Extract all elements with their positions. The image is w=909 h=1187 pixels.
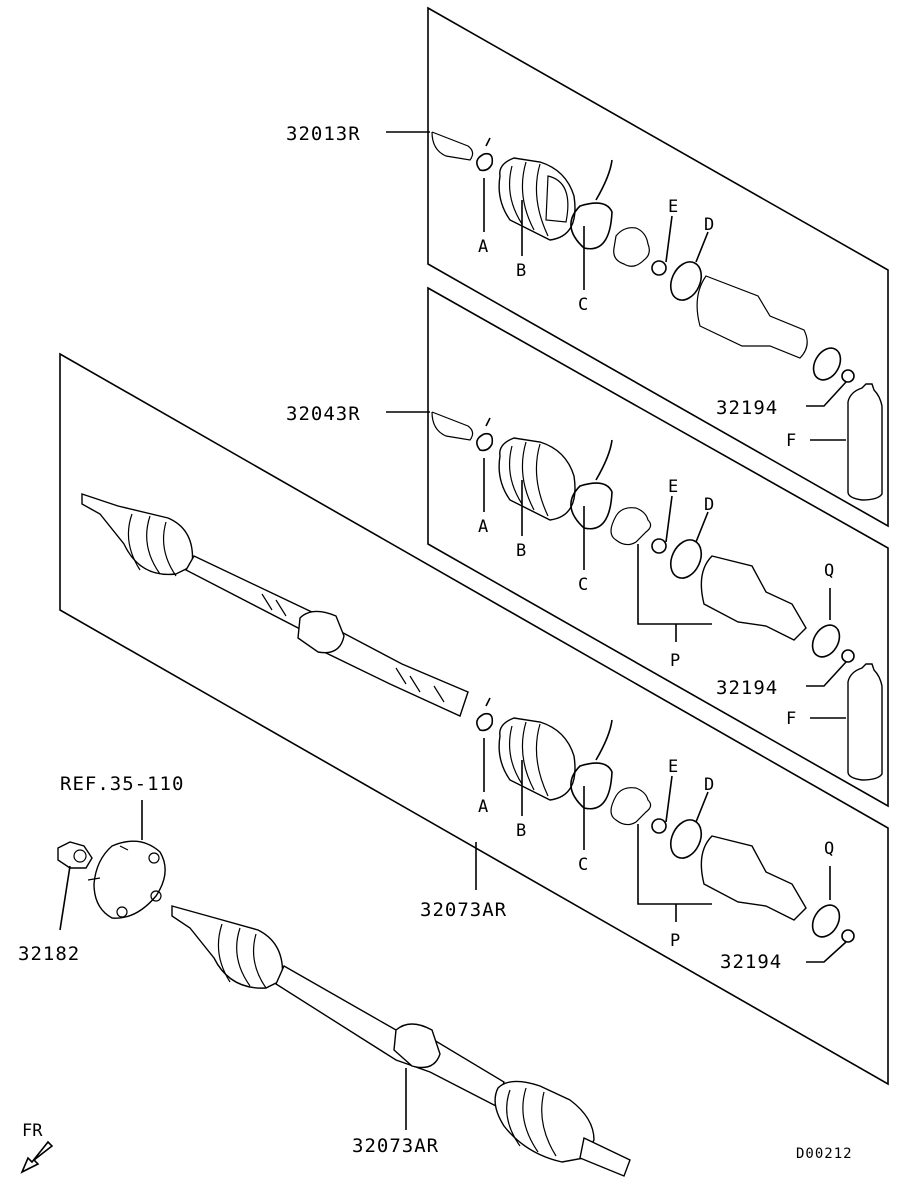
- tripod-joint: [613, 227, 650, 267]
- snap-ring-e: [651, 260, 667, 276]
- callout-32194-upper: 32194: [716, 397, 778, 419]
- letter-E-1: E: [668, 197, 678, 217]
- front-indicator: FR: [20, 1121, 54, 1174]
- outer-cv-joint: [81, 493, 194, 576]
- inner-joint-housing: [700, 555, 807, 641]
- letter-E-3: E: [668, 757, 678, 777]
- letter-P-1: P: [670, 651, 680, 671]
- letter-A-3: A: [478, 797, 488, 817]
- panel-boot-kit-mid: [427, 286, 889, 808]
- panel-boot-kit-upper: [427, 6, 889, 528]
- damper: [297, 610, 345, 654]
- callout-ref-35-110: REF.35-110: [60, 773, 184, 795]
- letter-D-1: D: [704, 215, 714, 235]
- letter-C-3: C: [578, 855, 588, 875]
- letter-C-2: C: [578, 575, 588, 595]
- letter-A-1: A: [478, 237, 488, 257]
- grease-tube-1: [847, 383, 883, 501]
- upper-panel-parts: [431, 131, 883, 501]
- letter-Q-1: Q: [824, 561, 834, 581]
- letter-E-2: E: [668, 477, 678, 497]
- boot-band-large: [570, 159, 613, 250]
- leader-lines: [59, 131, 847, 1130]
- callout-32194-mid: 32194: [716, 677, 778, 699]
- letter-B-1: B: [516, 261, 526, 281]
- damper-lower: [393, 1023, 441, 1069]
- letter-P-2: P: [670, 931, 680, 951]
- boot-band-small: [476, 137, 494, 172]
- panel-shaft-assembly: [59, 352, 889, 1086]
- callout-32073AR-panel: 32073AR: [420, 899, 507, 921]
- fr-arrow-icon: [20, 1140, 54, 1174]
- callout-32013R: 32013R: [286, 123, 361, 145]
- letter-B-3: B: [516, 821, 526, 841]
- inner-joint-lower: [494, 1080, 595, 1163]
- shaft-stub: [431, 131, 474, 161]
- outer-race-housing: [696, 275, 808, 359]
- dust-seal: [812, 347, 842, 381]
- hub-part: [93, 840, 166, 919]
- callout-32073AR-bottom: 32073AR: [352, 1135, 439, 1157]
- callout-32182: 32182: [18, 943, 80, 965]
- lower-shaft-assembly: [171, 905, 631, 1177]
- letter-F-2: F: [786, 709, 796, 729]
- letter-Q-2: Q: [824, 839, 834, 859]
- diagram-code: D00212: [796, 1146, 853, 1162]
- cv-boot: [498, 157, 576, 241]
- letter-A-2: A: [478, 517, 488, 537]
- letter-B-2: B: [516, 541, 526, 561]
- letter-C-1: C: [578, 295, 588, 315]
- mid-panel-parts: [431, 411, 883, 781]
- panel-shaft-parts: [81, 493, 855, 943]
- callout-32043R: 32043R: [286, 403, 361, 425]
- letter-F-1: F: [786, 431, 796, 451]
- circlip: [841, 369, 855, 383]
- hub-nut-part: [57, 841, 93, 869]
- grease-tube-2: [847, 663, 883, 781]
- letter-D-2: D: [704, 495, 714, 515]
- letter-D-3: D: [704, 775, 714, 795]
- tripod-p: [610, 507, 652, 546]
- hub-flange: [57, 840, 166, 919]
- o-ring-d: [669, 261, 703, 301]
- fr-label: FR: [22, 1121, 43, 1141]
- callout-32194-lower: 32194: [720, 951, 782, 973]
